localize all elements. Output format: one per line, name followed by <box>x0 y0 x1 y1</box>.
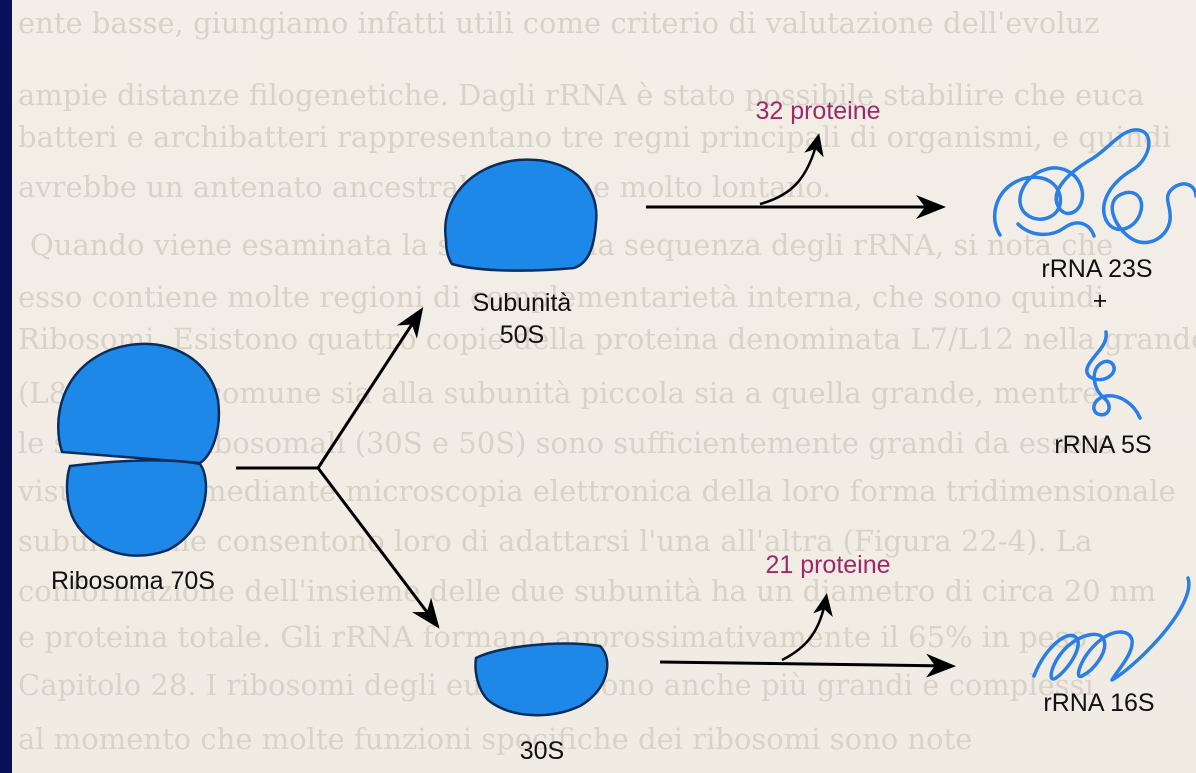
ribosome-70s-large-subunit <box>57 342 221 465</box>
subunit-30s-label: 30S <box>519 737 565 765</box>
rrna-16s-label: rRNA 16S <box>1043 689 1155 717</box>
background-text-line: ampie distanze filogenetiche. Dagli rRNA… <box>18 78 1145 112</box>
subunit-50s-label-line2: 50S <box>499 321 545 349</box>
rrna-23s-strand-inner <box>1016 221 1096 238</box>
background-text-line: subunità che consentono loro di adattars… <box>18 524 1093 558</box>
background-text-line: visualizzate mediante microscopia elettr… <box>18 474 1176 508</box>
proteins-21-label: 21 proteine <box>765 551 891 579</box>
textbook-page: ente basse, giungiamo infatti utili come… <box>12 0 1196 773</box>
rrna-5s-strand <box>1085 330 1142 420</box>
background-text-line: al momento che molte funzioni specifiche… <box>18 722 973 756</box>
subunit-50s-label-line1: Subunità <box>472 289 572 317</box>
background-text-line: ente basse, giungiamo infatti utili come… <box>18 6 1100 40</box>
rrna-23s-label: rRNA 23S <box>1041 255 1153 283</box>
rrna-5s-label: rRNA 5S <box>1054 431 1152 459</box>
background-text-line: conformazione dell'insieme delle due sub… <box>18 574 1157 608</box>
ribosome-70s-small-subunit <box>65 459 208 557</box>
arrow-50s-proteins <box>759 133 824 206</box>
proteins-32-label: 32 proteine <box>755 97 881 125</box>
arrow-to-30s <box>316 467 440 629</box>
background-text-line: Ribosomi. Esistono quattro copie della p… <box>18 322 1196 356</box>
ribosome-diagram <box>57 128 1196 717</box>
rrna-16s-strand <box>1032 576 1191 682</box>
ribosome-70s-label: Ribosoma 70S <box>51 567 215 595</box>
rrna-23s-strand <box>992 128 1196 245</box>
background-text-line: batteri e archibatteri rappresentano tre… <box>18 120 1172 154</box>
background-text-line: esso contiene molte regioni di complemen… <box>18 280 1104 314</box>
subunit-30s-shape <box>474 642 609 717</box>
background-text-line: avrebbe un antenato ancestrale comune mo… <box>18 170 832 204</box>
plus-sign: + <box>1092 287 1108 315</box>
arrow-to-50s <box>316 306 424 469</box>
arrow-30s-to-rrna <box>659 653 956 678</box>
subunit-50s-shape <box>443 158 598 272</box>
arrow-30s-proteins <box>781 593 833 662</box>
